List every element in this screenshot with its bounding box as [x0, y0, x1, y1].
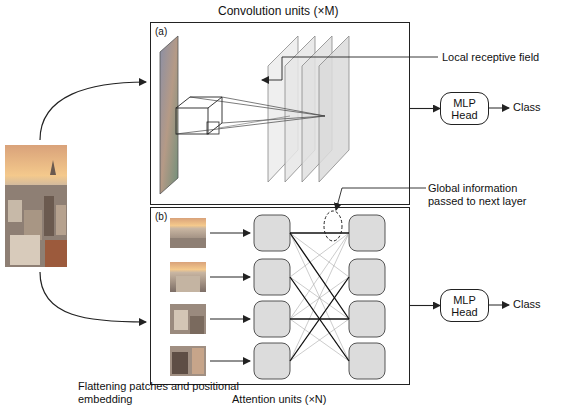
- input-arrow: [40, 272, 146, 322]
- leader-line: [262, 57, 438, 80]
- output-label: Class: [513, 298, 558, 311]
- class-arrow: [489, 305, 509, 306]
- conv-layers: [160, 36, 349, 194]
- node-text: (a): [155, 26, 167, 37]
- class-arrow: [489, 108, 509, 109]
- dashed-ellipse: [324, 211, 342, 241]
- panel-title: Convolution units (×M): [218, 5, 368, 18]
- attention-links-strong: [290, 233, 349, 361]
- node-text: (b): [155, 211, 167, 222]
- conv-panel: (a): [150, 22, 410, 205]
- input-arrow: [40, 82, 146, 140]
- attention-panel: (b): [150, 207, 410, 385]
- patches: [170, 218, 250, 376]
- mlp-head-box: MLP Head: [440, 92, 489, 125]
- node-text: MLP Head: [448, 294, 482, 318]
- panel-title: Attention units (×N): [232, 393, 372, 406]
- connector-arrow: [410, 305, 440, 306]
- node-text: MLP Head: [448, 97, 482, 121]
- output-label: Class: [513, 101, 558, 114]
- callout-text: Local receptive field: [442, 51, 562, 64]
- connector-arrow: [410, 108, 440, 109]
- callout-text: Global information passed to next layer: [428, 182, 550, 208]
- attention-units: [254, 215, 385, 379]
- mlp-head-box: MLP Head: [440, 289, 489, 322]
- city-photo: [5, 145, 67, 267]
- attention-links: [290, 233, 349, 361]
